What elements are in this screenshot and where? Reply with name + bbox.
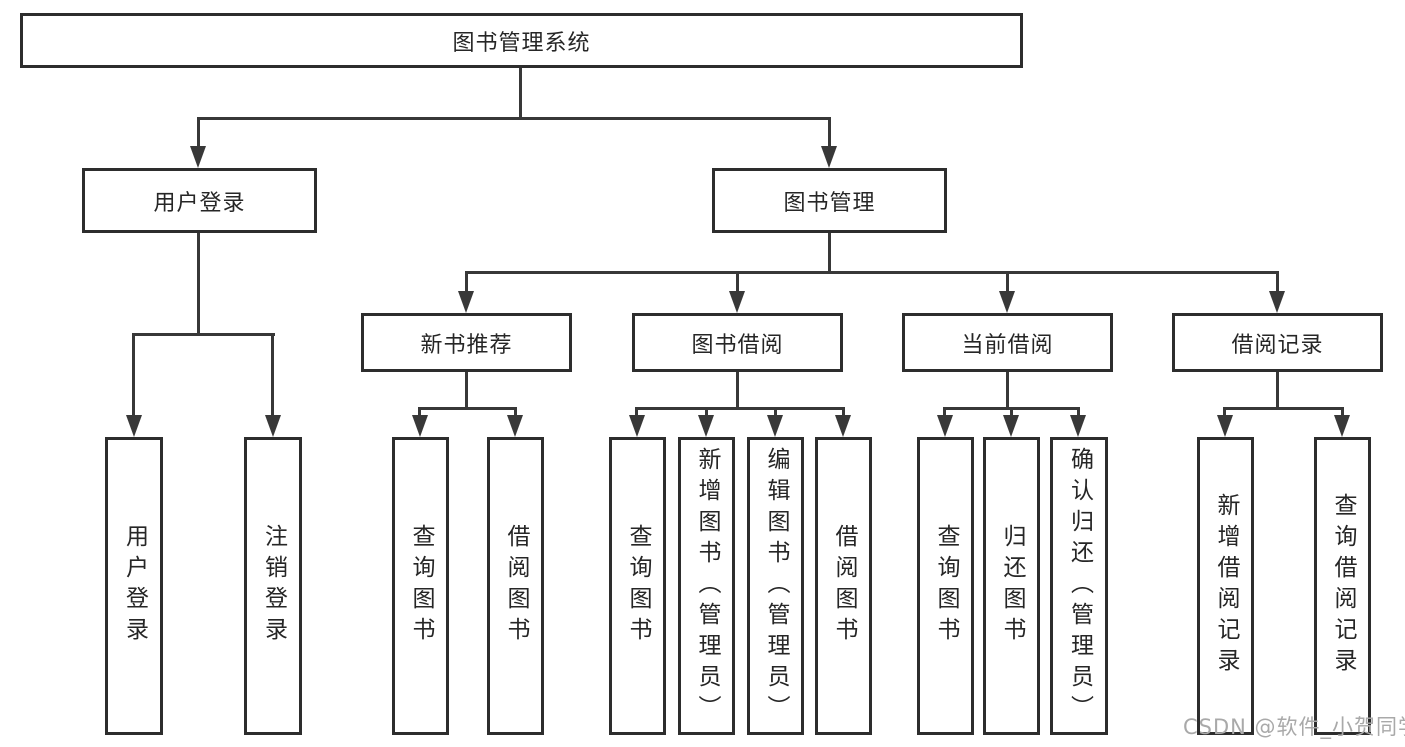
connector-arrow-shaft: [1077, 407, 1080, 419]
arrowhead-down-icon: [412, 415, 428, 437]
node-label: 查询图书: [933, 524, 959, 648]
arrowhead-down-icon: [507, 415, 523, 437]
node-leaf-add-borrow-record: 新增借阅记录: [1197, 437, 1254, 735]
node-leaf-query-borrow-record: 查询借阅记录: [1314, 437, 1371, 735]
node-label: 编辑图书（管理员）: [763, 446, 789, 726]
node-leaf-return-book: 归还图书: [983, 437, 1040, 735]
node-label: 图书管理系统: [452, 30, 591, 56]
node-book-management: 图书管理: [712, 168, 947, 233]
connector-book-borrowing-rail: [635, 407, 845, 410]
node-book-borrowing: 图书借阅: [632, 313, 843, 372]
arrowhead-down-icon: [265, 415, 281, 437]
connector-root-stem: [519, 68, 522, 120]
node-root-library-management-system: 图书管理系统: [20, 13, 1023, 68]
connector-arrow-shaft: [1341, 407, 1344, 419]
node-label: 查询图书: [625, 524, 651, 648]
connector-user-login-stem: [197, 233, 200, 335]
connector-current-borrowing-stem: [1006, 372, 1009, 410]
connector-borrowing-records-stem: [1276, 372, 1279, 410]
connector-arrow-shaft: [774, 407, 777, 419]
node-label: 新增图书（管理员）: [694, 446, 720, 726]
node-label: 借阅图书: [831, 524, 857, 648]
node-label: 借阅记录: [1231, 332, 1324, 358]
connector-arrow-shaft: [1006, 271, 1009, 294]
connector-arrow-shaft: [1223, 407, 1226, 419]
connector-arrow-shaft: [1276, 271, 1279, 294]
node-label: 注销登录: [260, 524, 287, 648]
arrowhead-down-icon: [999, 291, 1015, 313]
arrowhead-down-icon: [1003, 415, 1019, 437]
arrowhead-down-icon: [729, 291, 745, 313]
node-leaf-add-book-admin: 新增图书（管理员）: [678, 437, 735, 735]
node-leaf-query-books-borrowing: 查询图书: [609, 437, 666, 735]
connector-book-borrowing-stem: [736, 372, 739, 410]
node-leaf-borrow-book: 借阅图书: [815, 437, 872, 735]
connector-arrow-shaft: [736, 271, 739, 294]
csdn-watermark: CSDN @软件_小贺同学: [1183, 715, 1405, 739]
connector-arrow-shaft: [132, 333, 135, 417]
node-leaf-query-books-current: 查询图书: [917, 437, 974, 735]
arrowhead-down-icon: [1334, 415, 1350, 437]
connector-arrow-shaft: [635, 407, 638, 419]
node-label: 借阅图书: [503, 524, 529, 648]
node-label: 查询借阅记录: [1330, 493, 1356, 679]
arrowhead-down-icon: [1070, 415, 1086, 437]
arrowhead-down-icon: [698, 415, 714, 437]
node-label: 当前借阅: [961, 332, 1054, 358]
connector-book-management-stem: [828, 233, 831, 273]
node-leaf-user-login: 用户登录: [105, 437, 163, 735]
arrowhead-down-icon: [126, 415, 142, 437]
connector-arrow-shaft: [943, 407, 946, 419]
connector-arrow-shaft: [465, 271, 468, 294]
node-current-borrowing: 当前借阅: [902, 313, 1113, 372]
connector-new-book-rail: [418, 407, 517, 410]
connector-level3-rail: [465, 271, 1279, 274]
connector-new-book-stem: [465, 372, 468, 410]
arrowhead-down-icon: [458, 291, 474, 313]
node-label: 新增借阅记录: [1213, 493, 1239, 679]
node-label: 图书管理: [783, 190, 876, 216]
arrowhead-down-icon: [1269, 291, 1285, 313]
arrowhead-down-icon: [835, 415, 851, 437]
arrowhead-down-icon: [629, 415, 645, 437]
node-label: 确认归还（管理员）: [1066, 446, 1093, 726]
node-leaf-logout: 注销登录: [244, 437, 302, 735]
connector-arrow-shaft: [197, 117, 200, 150]
arrowhead-down-icon: [937, 415, 953, 437]
node-leaf-borrow-books-recommend: 借阅图书: [487, 437, 544, 735]
node-label: 归还图书: [999, 524, 1025, 648]
node-borrowing-records: 借阅记录: [1172, 313, 1383, 372]
arrowhead-down-icon: [767, 415, 783, 437]
connector-level2-rail: [197, 117, 831, 120]
node-label: 图书借阅: [691, 332, 784, 358]
node-label: 查询图书: [408, 524, 434, 648]
arrowhead-down-icon: [190, 146, 206, 168]
connector-arrow-shaft: [842, 407, 845, 419]
node-label: 用户登录: [121, 524, 148, 648]
connector-borrowing-records-rail: [1223, 407, 1344, 410]
connector-arrow-shaft: [418, 407, 421, 419]
arrowhead-down-icon: [821, 146, 837, 168]
node-leaf-confirm-return-admin: 确认归还（管理员）: [1050, 437, 1108, 735]
node-user-login: 用户登录: [82, 168, 317, 233]
connector-arrow-shaft: [514, 407, 517, 419]
arrowhead-down-icon: [1217, 415, 1233, 437]
node-new-book-recommendation: 新书推荐: [361, 313, 572, 372]
node-leaf-query-books-recommend: 查询图书: [392, 437, 449, 735]
connector-arrow-shaft: [1010, 407, 1013, 419]
node-label: 用户登录: [153, 190, 246, 216]
node-leaf-edit-book-admin: 编辑图书（管理员）: [747, 437, 804, 735]
node-label: 新书推荐: [420, 332, 513, 358]
connector-arrow-shaft: [705, 407, 708, 419]
connector-user-login-rail: [132, 333, 275, 336]
connector-arrow-shaft: [828, 117, 831, 150]
connector-arrow-shaft: [271, 333, 274, 417]
